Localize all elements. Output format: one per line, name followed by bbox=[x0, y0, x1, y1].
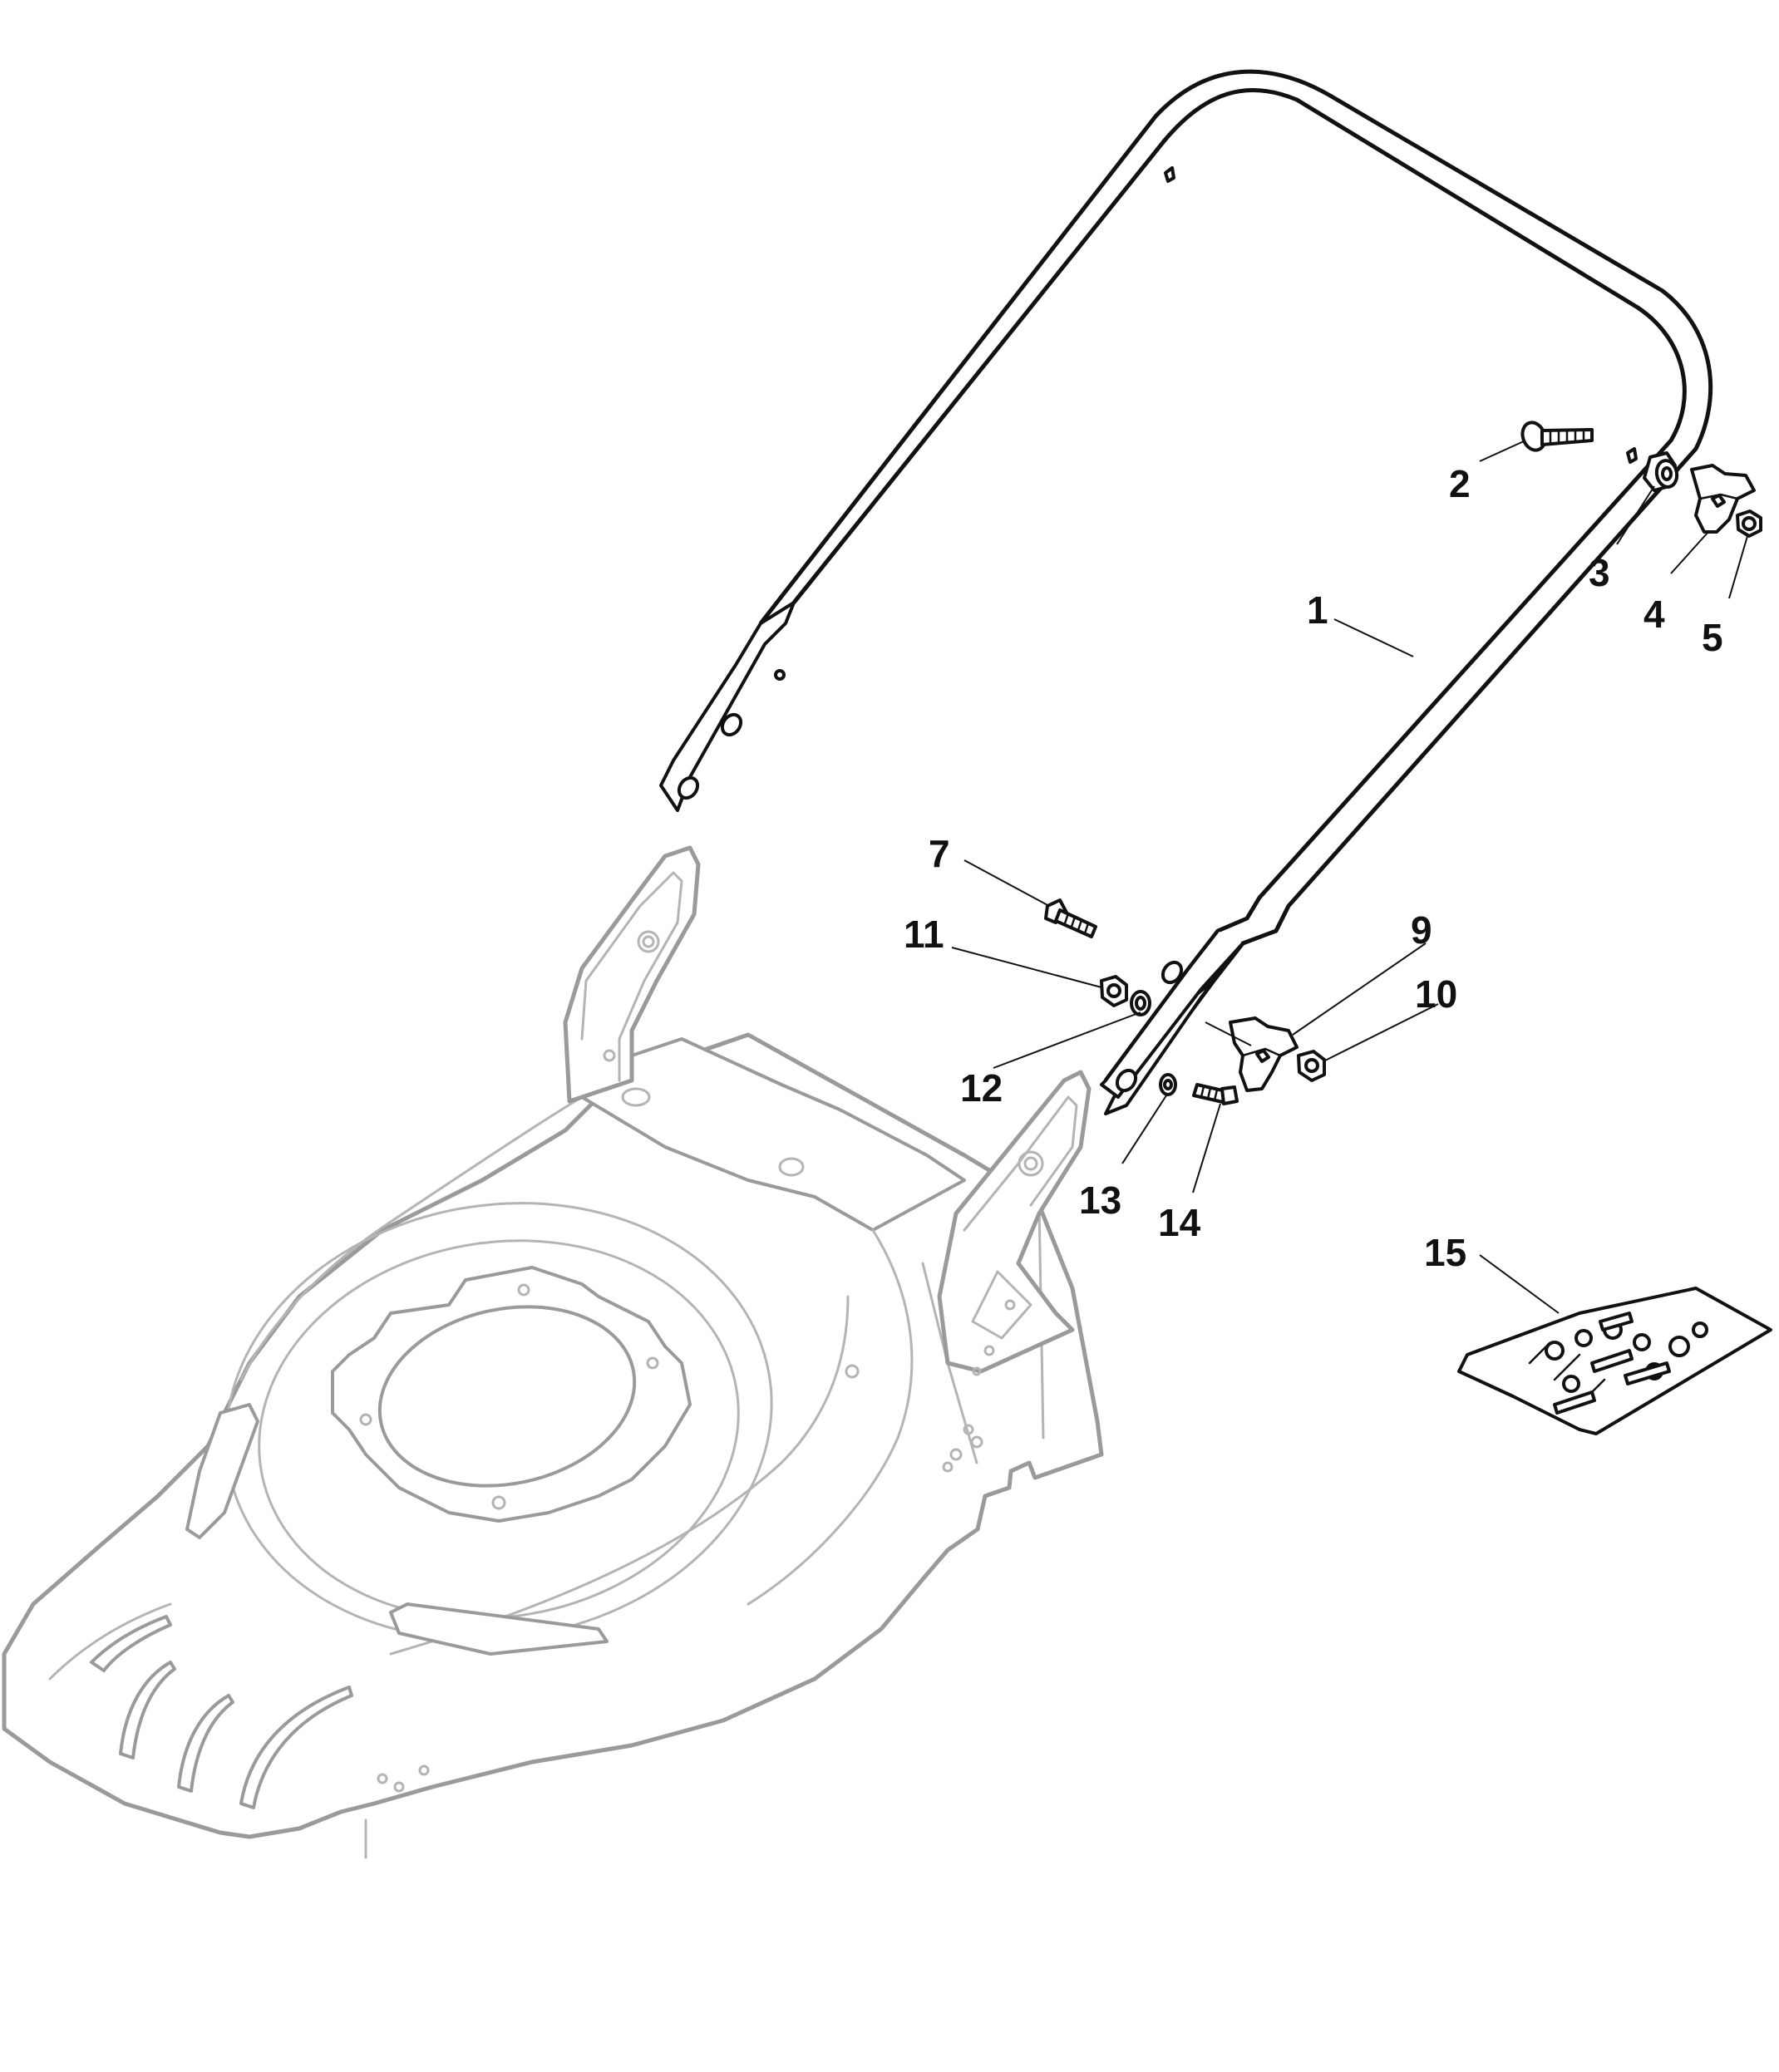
callout-7: 7 bbox=[929, 832, 950, 875]
callout-11: 11 bbox=[904, 913, 944, 956]
leader-lines bbox=[951, 440, 1748, 1314]
callout-15: 15 bbox=[1424, 1231, 1466, 1274]
callout-3: 3 bbox=[1589, 551, 1610, 594]
carriage-bolt-upper bbox=[1520, 421, 1594, 452]
callout-14: 14 bbox=[1158, 1201, 1201, 1244]
callout-12: 12 bbox=[960, 1066, 1003, 1110]
nut-10 bbox=[1297, 1050, 1326, 1082]
hardware-kit-bag bbox=[1457, 1287, 1772, 1435]
right-handle-bracket bbox=[937, 1070, 1092, 1376]
washer-12 bbox=[1130, 990, 1151, 1016]
washer-13 bbox=[1159, 1073, 1177, 1096]
callout-10: 10 bbox=[1415, 972, 1457, 1016]
knob-upper bbox=[1690, 464, 1756, 534]
upper-handle bbox=[659, 69, 1713, 1115]
spacer-upper bbox=[1643, 451, 1679, 492]
callout-4: 4 bbox=[1643, 593, 1665, 636]
callout-13: 13 bbox=[1079, 1179, 1121, 1222]
bolt-14 bbox=[1192, 1083, 1239, 1105]
bolt-7 bbox=[1044, 898, 1097, 938]
callout-1: 1 bbox=[1307, 588, 1328, 632]
mower-deck bbox=[2, 1032, 1104, 1859]
nut-upper bbox=[1736, 509, 1762, 538]
nut-11 bbox=[1100, 975, 1128, 1007]
knob-lower bbox=[1229, 1016, 1299, 1092]
callout-5: 5 bbox=[1702, 616, 1723, 659]
callout-2: 2 bbox=[1449, 462, 1471, 505]
callout-labels: 1 2 3 4 5 7 9 10 11 12 13 14 15 bbox=[904, 462, 1723, 1274]
callout-9: 9 bbox=[1411, 908, 1432, 952]
left-handle-bracket bbox=[563, 845, 701, 1104]
